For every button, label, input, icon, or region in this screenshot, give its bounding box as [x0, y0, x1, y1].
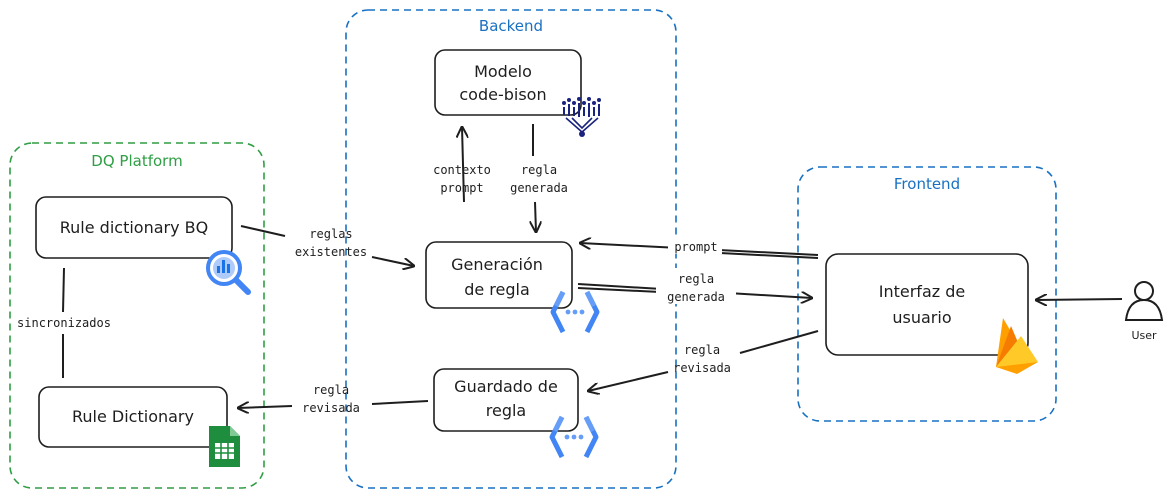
edge-regla-revisada-dict: regla revisada: [238, 383, 429, 415]
node-rule-dictionary-bq: Rule dictionary BQ: [35, 196, 251, 295]
node-generacion-de-regla: Generación de regla: [425, 241, 600, 334]
node-ui-line1: Interfaz de: [879, 282, 965, 301]
node-guardado-de-regla: Guardado de regla: [433, 368, 599, 459]
cloud-functions-icon: [549, 415, 599, 459]
vertex-ai-model-icon: [562, 97, 601, 137]
edge-user-to-ui: [1036, 299, 1123, 300]
edge-regla-generada-model: regla generada: [510, 124, 568, 232]
edge-reglas-existentes-line2: existentes: [295, 245, 367, 259]
node-generacion-line1: Generación: [451, 255, 543, 274]
node-generacion-line2: de regla: [464, 280, 530, 299]
backend-title: Backend: [479, 17, 543, 35]
node-modelo-line1: Modelo: [474, 62, 532, 81]
frontend-group: Frontend: [797, 166, 1057, 422]
edge-sincronizados: sincronizados: [17, 267, 111, 378]
edge-regla-generada-ui: regla generada: [577, 268, 812, 304]
edge-regla-generada-line2: generada: [510, 181, 568, 195]
user-label: User: [1131, 329, 1157, 342]
edge-regla-revisada-dict-line2: revisada: [302, 401, 360, 415]
node-rule-bq-label: Rule dictionary BQ: [60, 218, 208, 237]
edge-regla-revisada-ui: regla revisada: [588, 330, 819, 391]
node-ui-line2: usuario: [892, 308, 951, 327]
node-user: User: [1124, 281, 1164, 342]
edge-reglas-existentes-line1: reglas: [309, 227, 352, 241]
edge-contexto-prompt: contexto prompt: [433, 127, 491, 203]
firebase-icon: [996, 318, 1038, 374]
edge-regla-generada-ui-line2: generada: [667, 290, 725, 304]
edge-contexto-line2: prompt: [440, 181, 483, 195]
edge-regla-revisada-dict-line1: regla: [313, 383, 349, 397]
dq-platform-group: DQ Platform: [9, 142, 265, 489]
edge-regla-revisada-ui-line2: revisada: [673, 361, 731, 375]
dq-platform-title: DQ Platform: [91, 152, 182, 170]
edge-reglas-existentes: reglas existentes: [240, 225, 414, 266]
node-rule-dict-label: Rule Dictionary: [72, 407, 194, 426]
frontend-title: Frontend: [894, 175, 960, 193]
node-modelo-line2: code-bison: [459, 85, 546, 104]
edge-prompt: prompt: [580, 238, 819, 259]
node-modelo-code-bison: Modelo code-bison: [434, 49, 601, 137]
edge-regla-generada-line1: regla: [521, 163, 557, 177]
user-icon: [1124, 281, 1164, 321]
node-rule-dictionary: Rule Dictionary: [38, 386, 240, 467]
node-interfaz-de-usuario: Interfaz de usuario: [825, 253, 1038, 374]
edge-regla-revisada-ui-line1: regla: [684, 343, 720, 357]
edge-sincronizados-label: sincronizados: [17, 316, 111, 330]
edge-prompt-label: prompt: [674, 240, 717, 254]
edge-regla-generada-ui-line1: regla: [678, 272, 714, 286]
node-guardado-line2: regla: [486, 401, 526, 420]
backend-group: Backend: [345, 9, 677, 489]
google-sheets-icon: [209, 426, 240, 467]
bigquery-icon: [206, 250, 251, 295]
node-guardado-line1: Guardado de: [454, 377, 558, 396]
edge-contexto-line1: contexto: [433, 163, 491, 177]
cloud-functions-icon: [550, 290, 600, 334]
